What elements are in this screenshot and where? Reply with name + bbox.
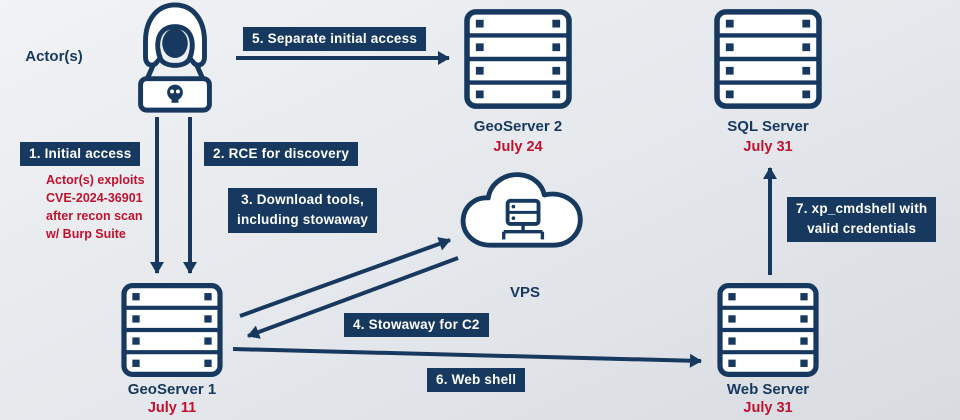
geoserver1-label: GeoServer 1	[127, 381, 217, 398]
exploit-note: Actor(s) exploits CVE-2024-36901 after r…	[46, 173, 145, 242]
arrow-stowaway-c2	[247, 256, 459, 339]
threat-actor-icon	[138, 2, 212, 113]
step-2-rce-discovery: 2. RCE for discovery	[204, 142, 359, 167]
vps-label: VPS	[509, 284, 540, 301]
webserver-date: July 31	[743, 400, 793, 416]
step-6-web-shell: 6. Web shell	[427, 368, 526, 393]
sqlserver-label: SQL Server	[727, 118, 809, 135]
vps-cloud-icon	[452, 166, 598, 280]
step-5-separate-initial-access: 5. Separate initial access	[243, 27, 427, 52]
webserver-server-icon	[712, 282, 824, 378]
sqlserver-server-icon	[712, 8, 824, 110]
step-1-initial-access: 1. Initial access	[20, 142, 141, 167]
geoserver2-label: GeoServer 2	[473, 118, 563, 135]
webserver-label: Web Server	[726, 381, 810, 398]
step-3-download-tools: 3. Download tools, including stowaway	[228, 188, 378, 233]
actor-label: Actor(s)	[25, 48, 83, 65]
skull-icon	[167, 84, 183, 103]
arrow-download-tools	[239, 237, 451, 318]
step-7-xp-cmdshell: 7. xp_cmdshell with valid credentials	[787, 197, 937, 242]
geoserver1-server-icon	[116, 282, 228, 378]
step-4-stowaway-c2: 4. Stowaway for C2	[344, 313, 489, 338]
geoserver2-date: July 24	[493, 139, 543, 155]
arrow-web-shell	[232, 347, 702, 368]
sqlserver-date: July 31	[743, 139, 793, 155]
geoserver1-date: July 11	[147, 400, 197, 416]
geoserver2-server-icon	[462, 8, 574, 110]
